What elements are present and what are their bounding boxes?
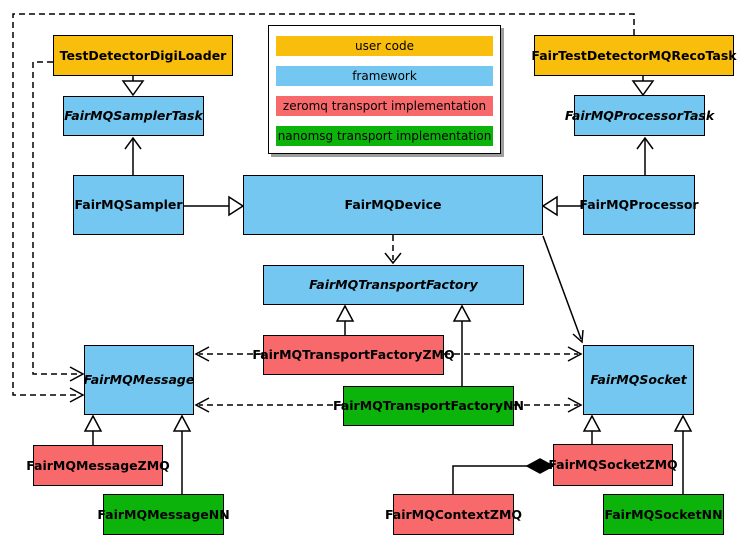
node-fair-mq-message-zmq: FairMQMessageZMQ <box>26 445 170 486</box>
edge-processor-device <box>541 195 583 217</box>
node-fair-mq-transport-factory-zmq: FairMQTransportFactoryZMQ <box>252 335 455 375</box>
node-fair-mq-socket-zmq: FairMQSocketZMQ <box>548 444 678 486</box>
edge-recotask-message <box>12 13 635 403</box>
edge-digiloader-samplertask <box>121 76 145 97</box>
node-fair-mq-sampler-task: FairMQSamplerTask <box>63 96 204 136</box>
node-fair-mq-processor-task: FairMQProcessorTask <box>565 95 714 136</box>
node-fair-mq-context-zmq: FairMQContextZMQ <box>385 494 522 535</box>
edge-socketzmq-contextzmq-composition <box>452 458 555 494</box>
node-test-detector-digi-loader: TestDetectorDigiLoader <box>53 35 233 76</box>
node-fair-mq-socket: FairMQSocket <box>583 345 694 415</box>
edge-socketnn-socket <box>673 414 693 494</box>
node-fair-mq-socket-nn: FairMQSocketNN <box>603 494 724 535</box>
edge-tfzmq-socket <box>444 346 583 362</box>
legend-item-framework: framework <box>276 66 493 86</box>
edge-device-socket <box>542 235 584 344</box>
edge-messagezmq-message <box>83 414 103 445</box>
legend-item-zeromq: zeromq transport implementation <box>276 96 493 116</box>
edge-tfzmq-message <box>194 346 263 362</box>
node-fair-mq-transport-factory-nn: FairMQTransportFactoryNN <box>333 386 524 426</box>
legend-item-user-code: user code <box>276 36 493 56</box>
node-fair-mq-transport-factory: FairMQTransportFactory <box>263 265 524 305</box>
node-fair-mq-message-nn: FairMQMessageNN <box>97 494 230 535</box>
edge-tfnn-message <box>194 397 343 413</box>
edge-recotask-processortask <box>631 76 655 97</box>
edge-tfnn-transportfactory <box>452 304 472 386</box>
edge-tfzmq-transportfactory <box>335 304 355 335</box>
node-fair-mq-sampler: FairMQSampler <box>73 175 184 235</box>
edge-sampler-samplertask <box>124 136 142 175</box>
edge-digiloader-message <box>32 61 85 382</box>
edge-sampler-device <box>184 195 245 217</box>
legend: user code framework zeromq transport imp… <box>268 25 501 154</box>
edge-messagenn-message <box>172 414 192 494</box>
node-fair-test-detector-mq-reco-task: FairTestDetectorMQRecoTask <box>531 35 737 76</box>
node-fair-mq-device: FairMQDevice <box>243 175 543 235</box>
edge-tfnn-socket <box>514 397 583 413</box>
edge-processor-processortask <box>636 136 654 175</box>
node-fair-mq-processor: FairMQProcessor <box>579 175 699 235</box>
edge-socketzmq-socket <box>582 414 602 444</box>
edge-device-transportfactory <box>384 235 402 265</box>
legend-item-nanomsg: nanomsg transport implementation <box>276 126 493 146</box>
node-fair-mq-message: FairMQMessage <box>84 345 194 415</box>
